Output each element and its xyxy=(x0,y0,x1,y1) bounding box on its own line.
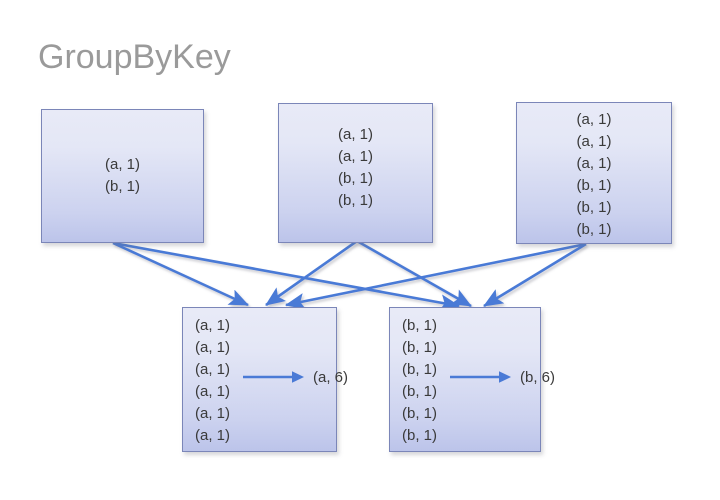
grouped-box-a[interactable]: (a, 1)(a, 1)(a, 1)(a, 1)(a, 1)(a, 1) (a,… xyxy=(182,307,348,452)
input-box-2[interactable]: (a, 1)(a, 1)(b, 1)(b, 1) xyxy=(278,103,433,243)
reduce-arrow-a xyxy=(243,371,304,383)
connector-input3-groupeda xyxy=(284,242,587,310)
grouped-box-b-result: (b, 6) xyxy=(520,369,556,386)
grouped-box-b[interactable]: (b, 1)(b, 1)(b, 1)(b, 1)(b, 1)(b, 1) (b,… xyxy=(389,307,555,452)
grouped-box-b-lines: (b, 1)(b, 1)(b, 1)(b, 1)(b, 1)(b, 1) xyxy=(402,317,438,444)
input-box-1-lines: (a, 1)(b, 1) xyxy=(104,156,140,195)
connector-input2-groupedb xyxy=(356,239,472,308)
input-box-1[interactable]: (a, 1)(b, 1) xyxy=(41,109,204,243)
connector-input2-groupeda xyxy=(265,239,358,307)
reduce-arrow-b xyxy=(450,371,511,383)
input-box-3-lines: (a, 1)(a, 1)(a, 1)(b, 1)(b, 1)(b, 1) xyxy=(576,111,612,238)
grouped-box-a-result: (a, 6) xyxy=(313,369,349,386)
connector-input1-groupeda xyxy=(112,241,249,307)
connector-input1-groupedb xyxy=(112,241,461,311)
input-box-2-lines: (a, 1)(a, 1)(b, 1)(b, 1) xyxy=(337,126,373,209)
connector-input3-groupedb xyxy=(483,242,587,308)
page-title: GroupByKey xyxy=(38,38,231,76)
grouped-box-a-lines: (a, 1)(a, 1)(a, 1)(a, 1)(a, 1)(a, 1) xyxy=(195,317,231,444)
input-box-3[interactable]: (a, 1)(a, 1)(a, 1)(b, 1)(b, 1)(b, 1) xyxy=(516,102,672,244)
